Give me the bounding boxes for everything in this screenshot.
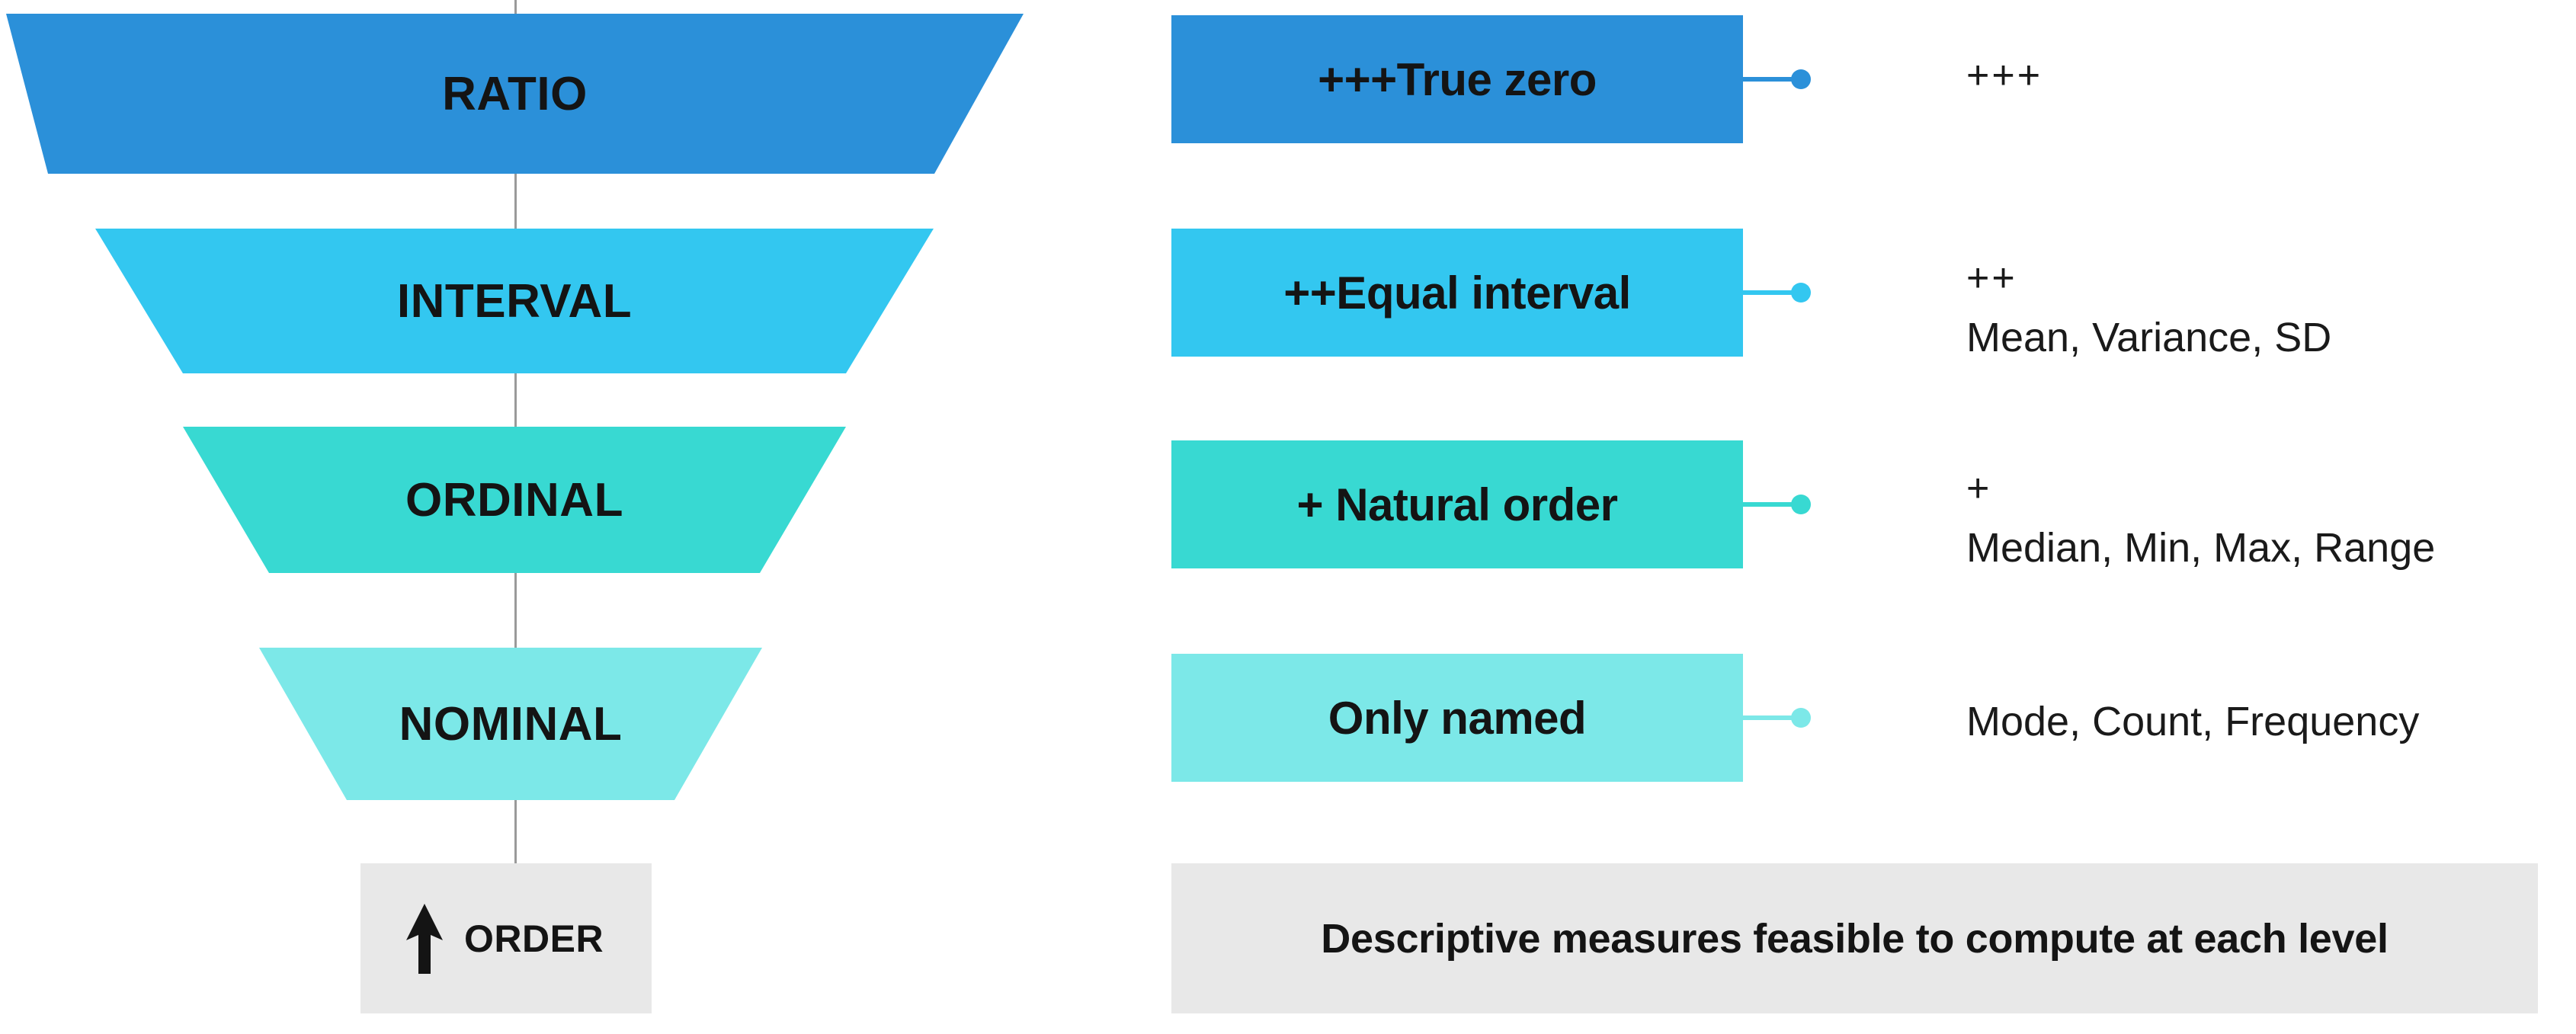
caption-text: Descriptive measures feasible to compute… — [1321, 915, 2389, 962]
measure-text-interval: ++ Mean, Variance, SD — [1966, 250, 2561, 368]
connector-line-nominal — [1743, 715, 1800, 720]
funnel-level-ordinal[interactable]: ORDINAL — [183, 427, 846, 573]
measure-box-interval[interactable]: ++Equal interval — [1171, 229, 1743, 357]
measure-text-nominal: Mode, Count, Frequency — [1966, 692, 2561, 752]
connector-dot-interval — [1791, 283, 1811, 303]
measure-box-label-interval: ++Equal interval — [1283, 267, 1631, 319]
connector-dot-ratio — [1791, 69, 1811, 89]
measure-text-ordinal: + Median, Min, Max, Range — [1966, 460, 2561, 578]
connector-dot-ordinal — [1791, 495, 1811, 514]
connector-line-ratio — [1743, 77, 1800, 82]
measure-text-ratio: +++ — [1966, 47, 2561, 105]
trapezoid-shape-ordinal — [183, 427, 846, 573]
funnel-label-interval: INTERVAL — [396, 274, 633, 328]
order-label: ORDER — [464, 917, 604, 960]
measure-plus-interval: ++ — [1966, 256, 2017, 300]
measure-plus-ordinal: + — [1966, 466, 1992, 511]
funnel-label-nominal: NOMINAL — [399, 697, 623, 751]
trapezoid-shape-ratio — [6, 14, 1024, 174]
trapezoid-shape-nominal — [259, 648, 762, 800]
funnel-level-ratio[interactable]: RATIO — [6, 14, 1024, 174]
measure-plus-ratio: +++ — [1966, 53, 2043, 98]
measure-box-ordinal[interactable]: + Natural order — [1171, 440, 1743, 568]
measure-list-nominal: Mode, Count, Frequency — [1966, 699, 2420, 744]
measure-box-label-nominal: Only named — [1328, 692, 1587, 744]
order-chip: ORDER — [360, 863, 652, 1013]
connector-dot-nominal — [1791, 708, 1811, 728]
measure-box-ratio[interactable]: +++True zero — [1171, 15, 1743, 143]
measure-box-nominal[interactable]: Only named — [1171, 654, 1743, 782]
funnel-level-nominal[interactable]: NOMINAL — [259, 648, 762, 800]
funnel-label-ratio: RATIO — [442, 67, 588, 120]
trapezoid-shape-interval — [95, 229, 934, 373]
caption-bar: Descriptive measures feasible to compute… — [1171, 863, 2538, 1013]
connector-line-ordinal — [1743, 502, 1800, 507]
measure-list-ordinal: Median, Min, Max, Range — [1966, 524, 2436, 571]
connector-line-interval — [1743, 290, 1800, 295]
funnel-level-interval[interactable]: INTERVAL — [95, 229, 934, 373]
measure-list-interval: Mean, Variance, SD — [1966, 314, 2332, 360]
measure-box-label-ratio: +++True zero — [1318, 53, 1597, 105]
funnel-label-ordinal: ORDINAL — [405, 473, 623, 527]
measure-box-label-ordinal: + Natural order — [1296, 479, 1618, 530]
arrow-up-icon — [406, 903, 443, 974]
funnel-panel: RATIO INTERVAL ORDINAL NOMINAL ORDER — [0, 0, 1067, 1034]
